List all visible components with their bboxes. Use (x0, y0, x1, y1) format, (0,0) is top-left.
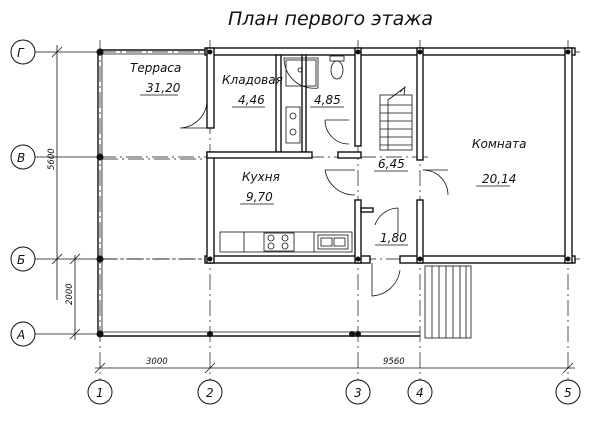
bottom-dimensions: 3000 9560 (94, 357, 575, 374)
room-name-terrace: Терраса (130, 61, 181, 75)
terrace-outline (97, 49, 420, 337)
columns (96, 48, 571, 338)
room-name-kitchen: Кухня (242, 170, 280, 184)
plan-title: План первого этажа (228, 8, 433, 30)
axis-grid (35, 40, 580, 380)
doors (179, 99, 449, 297)
bathroom-fixtures (283, 55, 345, 144)
dim-3000: 3000 (146, 357, 168, 367)
room-area-pantry: 4,46 (238, 93, 265, 107)
axis-label-5: 5 (564, 386, 572, 400)
dim-5600: 5600 (47, 148, 57, 170)
room-name-pantry: Кладовая (222, 73, 283, 87)
left-dimensions: 5600 2000 (47, 45, 81, 340)
axis-label-g: Г (17, 46, 25, 60)
axis-label-2: 2 (206, 386, 214, 400)
dim-9560: 9560 (383, 357, 405, 367)
axis-label-3: 3 (354, 386, 362, 400)
room-area-living-room: 20,14 (482, 172, 516, 186)
room-area-bathroom: 4,85 (314, 93, 341, 107)
dim-2000: 2000 (65, 283, 75, 305)
staircase (379, 85, 413, 151)
house-walls (204, 47, 576, 264)
room-area-stair-hall: 6,45 (378, 157, 405, 171)
room-name-living-room: Комната (472, 137, 526, 151)
entrance-steps (424, 265, 472, 339)
room-labels: Терраса 31,20 Кладовая 4,46 4,85 Кухня 9… (130, 61, 526, 246)
axis-label-v: В (17, 151, 25, 165)
axis-label-a: А (16, 328, 25, 342)
axis-bubbles-rows: Г В Б А (10, 39, 36, 347)
room-area-hall: 1,80 (380, 231, 407, 245)
axis-label-4: 4 (416, 386, 424, 400)
axis-label-1: 1 (96, 386, 104, 400)
room-area-terrace: 31,20 (146, 81, 181, 95)
kitchen-fixtures (219, 231, 353, 253)
room-area-kitchen: 9,70 (246, 190, 273, 204)
axis-label-b: Б (17, 253, 25, 267)
axis-bubbles-columns: 1 2 3 4 5 (87, 379, 581, 405)
